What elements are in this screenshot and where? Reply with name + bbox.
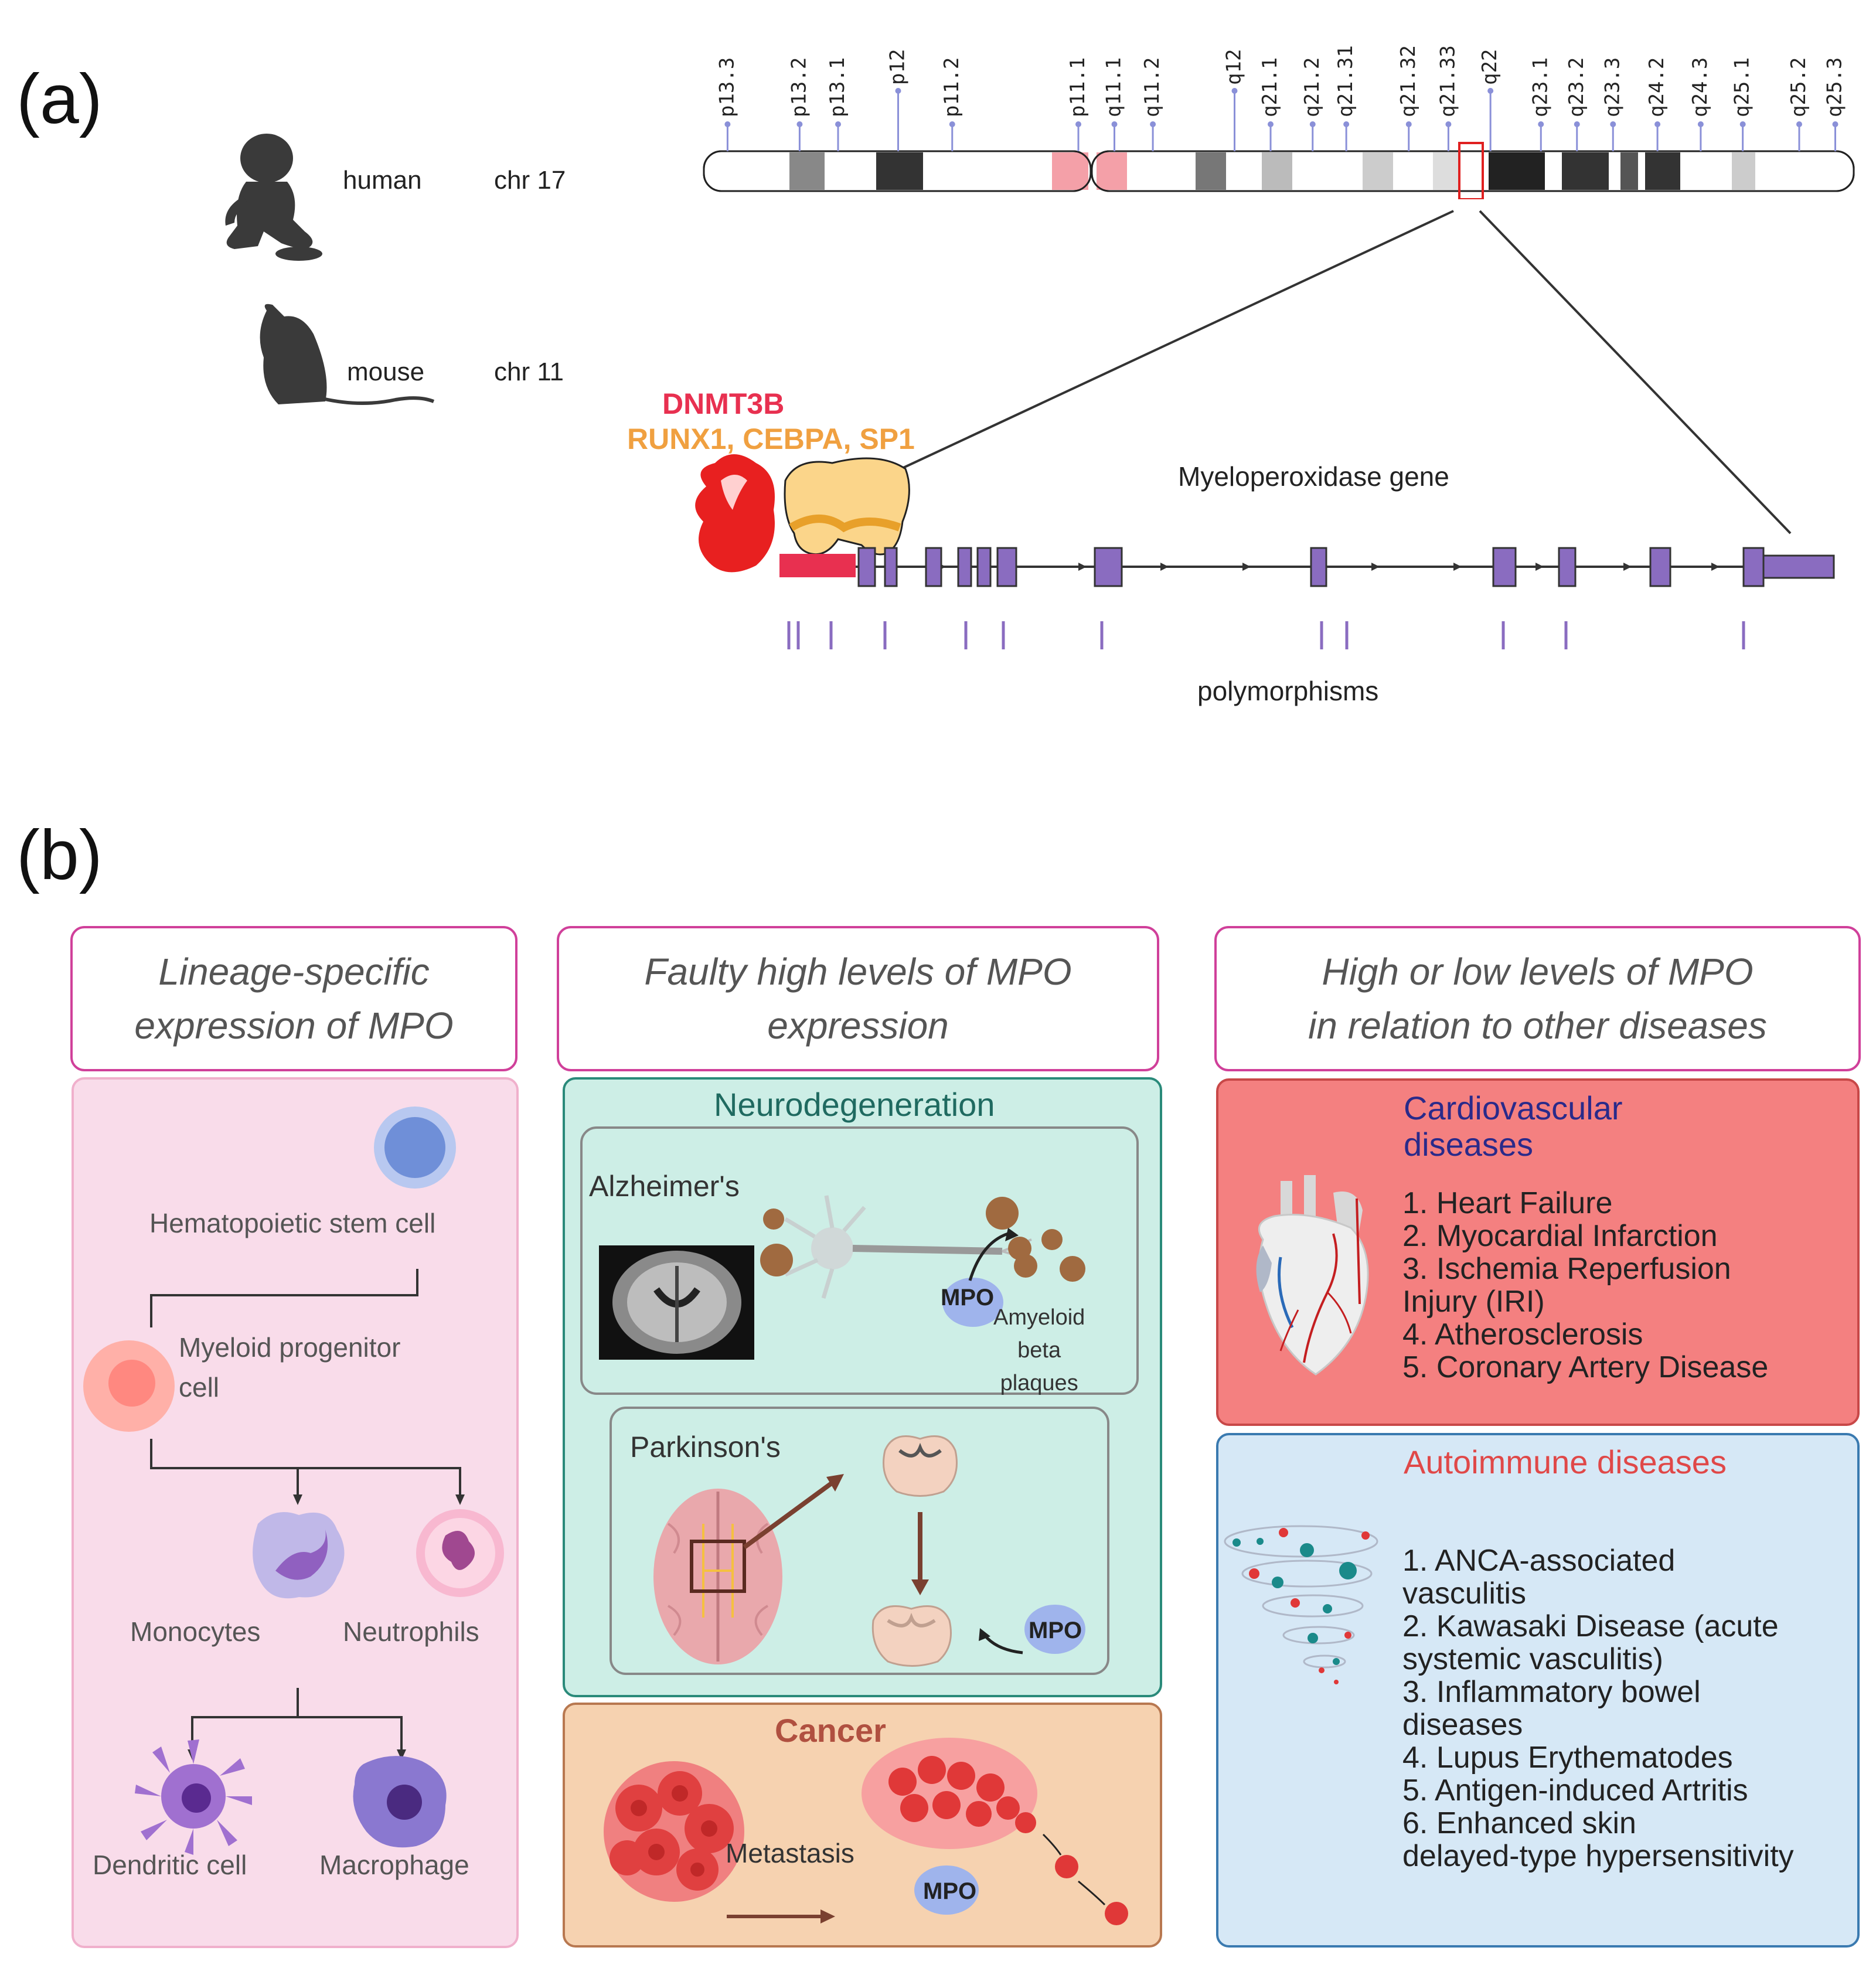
chromosome-band-label: q24.2 [1645, 57, 1669, 117]
heart-icon [1256, 1175, 1369, 1376]
chromosome-band-label: q11.1 [1102, 57, 1126, 117]
cardio-title: Cardiovascular diseases [1404, 1090, 1623, 1163]
tf-label: RUNX1, CEBPA, SP1 [627, 423, 915, 455]
chromosome-band-label: q21.1 [1258, 57, 1282, 117]
mouse-icon [260, 304, 435, 405]
chromosome-band-label: p11.2 [940, 57, 963, 117]
chromosome-band-label: p11.1 [1066, 57, 1089, 117]
parkinsons-mpo-label: MPO [1029, 1618, 1082, 1643]
alzheimers-illustration [599, 1195, 1085, 1360]
chromosome-band-label: q25.2 [1787, 57, 1810, 117]
chromosome-ideogram: p13.3 p13.2 p13.1 p12 p11.2 p11.1 q11.1 q11.2 q1… [700, 0, 1861, 200]
chromosome-band-label: q12 [1223, 49, 1246, 85]
amyloid-label: Amyeloid beta plaques [993, 1305, 1085, 1395]
chromosome-band-label: p13.3 [715, 57, 738, 117]
gene-label: Myeloperoxidase gene [1178, 461, 1449, 492]
chromosome-band-label: p13.1 [826, 57, 849, 117]
zoom-lines [837, 210, 1792, 534]
chromosome-band-label: q21.33 [1436, 45, 1459, 117]
alzheimers-mpo-label: MPO [941, 1285, 995, 1310]
autoimmune-list: 1. ANCA-associated vasculitis 2. Kawasak… [1402, 1544, 1794, 1873]
polymorphisms-label: polymorphisms [1197, 676, 1379, 706]
cancer-illustration [604, 1738, 1128, 1925]
chromosome-band-label: p12 [886, 49, 910, 85]
neuro-title: Neurodegeneration [714, 1086, 995, 1123]
chromosome-band-label: q23.3 [1601, 57, 1624, 117]
chromosome-band-label: p13.2 [787, 57, 811, 117]
cancer-title: Cancer [775, 1712, 886, 1749]
cancer-mpo-label: MPO [923, 1878, 977, 1904]
parkinsons-illustration [653, 1435, 1085, 1667]
metastasis-label: Metastasis [726, 1838, 854, 1868]
macrophage-label: Macrophage [319, 1850, 469, 1880]
panel-a-label: (a) [16, 60, 103, 138]
col3-header: High or low levels of MPO in relation to… [1214, 926, 1861, 1071]
myeloid-progenitor-label: Myeloid progenitor cell [179, 1332, 401, 1402]
mpo-gene-structure [695, 454, 1835, 649]
species-mouse-label: mouse [347, 358, 425, 386]
parkinsons-box [610, 1407, 1109, 1675]
parkinsons-label: Parkinson's [630, 1431, 781, 1463]
chromosome-band-label: q22 [1478, 49, 1502, 85]
chromosome-band-label: q23.2 [1565, 57, 1588, 117]
autoimmune-title: Autoimmune diseases [1404, 1443, 1727, 1480]
dendritic-cell-label: Dendritic cell [93, 1850, 247, 1880]
autoimmune-section [1216, 1433, 1860, 1948]
vasculitis-icon [1224, 1525, 1378, 1684]
alzheimers-label: Alzheimer's [589, 1170, 740, 1203]
chromosome-band-label: q24.3 [1688, 57, 1712, 117]
lineage-tree [83, 1107, 504, 1855]
neutrophils-label: Neutrophils [343, 1616, 479, 1647]
species-human-label: human [343, 166, 422, 195]
human-baby-icon [225, 134, 322, 261]
dnmt3b-label: DNMT3B [662, 387, 785, 420]
chromosome-band-label: q23.1 [1528, 57, 1552, 117]
alzheimers-box [580, 1126, 1139, 1395]
panel-b-label: (b) [16, 816, 103, 894]
monocytes-label: Monocytes [130, 1616, 261, 1647]
col2-header: Faulty high levels of MPO expression [557, 926, 1159, 1071]
chromosome-band-label: q11.2 [1140, 57, 1164, 117]
chromosome-band-label: q21.31 [1334, 45, 1357, 117]
chromosome-band-label: q25.1 [1731, 57, 1754, 117]
species-human-chromosome: chr 17 [494, 166, 566, 195]
chromosome-band-label: q21.2 [1300, 57, 1324, 117]
col1-header: Lineage-specific expression of MPO [70, 926, 517, 1071]
cardio-list: 1. Heart Failure 2. Myocardial Infarctio… [1402, 1186, 1769, 1384]
species-mouse-chromosome: chr 11 [494, 358, 564, 386]
chromosome-band-label: q25.3 [1823, 57, 1847, 117]
chromosome-band-label: q21.32 [1397, 45, 1420, 117]
hsc-label: Hematopoietic stem cell [149, 1208, 436, 1238]
